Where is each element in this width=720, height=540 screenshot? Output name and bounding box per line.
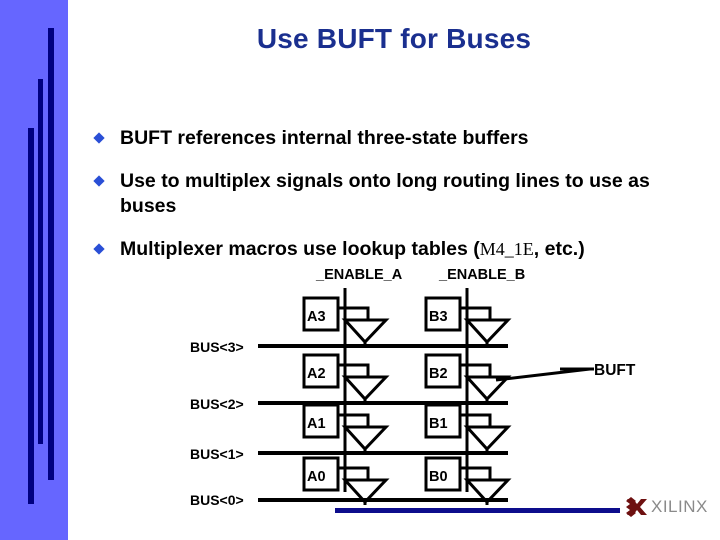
buffer-cell-b0: B0 <box>424 456 512 505</box>
enable-label-a: _ENABLE_A <box>315 267 403 283</box>
xilinx-logo-text: XILINX <box>651 497 708 516</box>
block-label-a3: A3 <box>307 309 326 325</box>
enable-label-b: _ENABLE_B <box>438 267 525 283</box>
buft-callout-leader <box>495 367 591 382</box>
block-label-a1: A1 <box>307 416 326 432</box>
bus-label-1: BUS<1> <box>190 446 244 462</box>
footer-rule <box>335 508 620 513</box>
xilinx-logo: XILINX <box>626 497 708 517</box>
block-label-a0: A0 <box>307 469 326 485</box>
diamond-bullet-icon <box>93 175 105 187</box>
block-label-b3: B3 <box>429 309 448 325</box>
bullet-text-2: Use to multiplex signals onto long routi… <box>120 170 650 217</box>
macro-name-code: M4_1E <box>479 239 534 259</box>
block-label-b2: B2 <box>429 366 448 382</box>
block-label-a2: A2 <box>307 366 326 382</box>
buft-callout-label: BUFT <box>594 362 636 379</box>
buft-bus-circuit-diagram: _ENABLE_A _ENABLE_B A3 B3 BUS<3> A2 B2 B… <box>190 262 660 507</box>
bullet-item-2: Use to multiplex signals onto long routi… <box>92 169 692 219</box>
buffer-cell-a3: A3 <box>302 296 390 346</box>
diamond-bullet-icon <box>93 132 105 144</box>
diamond-bullet-icon <box>93 243 105 255</box>
bullet-list: BUFT references internal three-state buf… <box>92 126 692 280</box>
block-label-b0: B0 <box>429 469 448 485</box>
xilinx-logo-mark-icon <box>626 497 647 517</box>
buffer-cell-b2: B2 <box>424 353 512 403</box>
buffer-cell-a1: A1 <box>302 403 390 453</box>
bus-label-0: BUS<0> <box>190 492 244 507</box>
bus-label-2: BUS<2> <box>190 396 244 412</box>
sidebar-stripe-tall <box>48 28 54 480</box>
buffer-cell-a0: A0 <box>302 456 390 505</box>
sidebar-stripe-mid <box>38 79 43 444</box>
slide-title: Use BUFT for Buses <box>256 23 532 54</box>
block-label-b1: B1 <box>429 416 448 432</box>
sidebar-stripe-short <box>28 128 34 504</box>
bullet-text-1: BUFT references internal three-state buf… <box>120 127 529 149</box>
bus-label-3: BUS<3> <box>190 339 244 355</box>
bullet-text-3: Multiplexer macros use lookup tables ( <box>120 238 480 260</box>
bullet-item-3: Multiplexer macros use lookup tables (M4… <box>92 237 692 262</box>
buffer-cell-a2: A2 <box>302 353 390 403</box>
decorative-sidebar <box>0 0 68 540</box>
bullet-item-1: BUFT references internal three-state buf… <box>92 126 692 151</box>
bullet-text-3-tail: , etc.) <box>533 238 585 260</box>
